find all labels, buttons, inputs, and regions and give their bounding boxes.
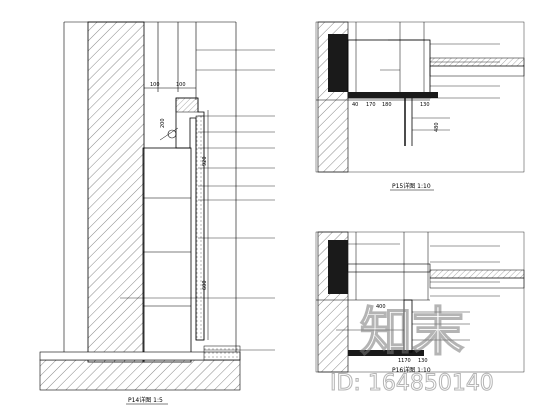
hatched-wall [87, 21, 145, 363]
top-dark-block [328, 34, 348, 92]
bottom-dark-block [328, 240, 348, 294]
dim-200: 200 [160, 118, 166, 128]
left-detail-view: 100 100 200 920 600 P14详图 1:5 [39, 21, 275, 405]
bottom-view-caption: P16详图 1:10 [392, 366, 431, 374]
dim-170: 170 [366, 102, 376, 108]
dim-130: 130 [420, 102, 430, 108]
watermark: 知末 ID: 164850140 [330, 302, 495, 396]
bottom-detail-view: 400 1170 130 P16详图 1:10 [315, 231, 525, 374]
top-detail-view: 40 170 180 130 480 P15详图 1:10 [315, 21, 525, 191]
dim-100-b: 100 [176, 82, 186, 88]
dim-40: 40 [352, 102, 358, 108]
dim-480: 480 [434, 122, 440, 132]
watermark-logo: 知末 [360, 303, 464, 363]
dim-180: 180 [382, 102, 392, 108]
left-view-caption: P14详图 1:5 [128, 396, 163, 404]
dim-400: 400 [376, 304, 386, 310]
dim-920: 920 [202, 156, 208, 166]
floor-slab [39, 359, 241, 391]
cabinet-body [142, 147, 192, 363]
dim-130-bottom: 130 [418, 358, 428, 364]
watermark-id: ID: 164850140 [330, 371, 494, 396]
dim-100-a: 100 [150, 82, 160, 88]
top-view-caption: P15详图 1:10 [392, 182, 431, 190]
dim-600: 600 [202, 280, 208, 290]
dim-1170: 1170 [398, 358, 411, 364]
